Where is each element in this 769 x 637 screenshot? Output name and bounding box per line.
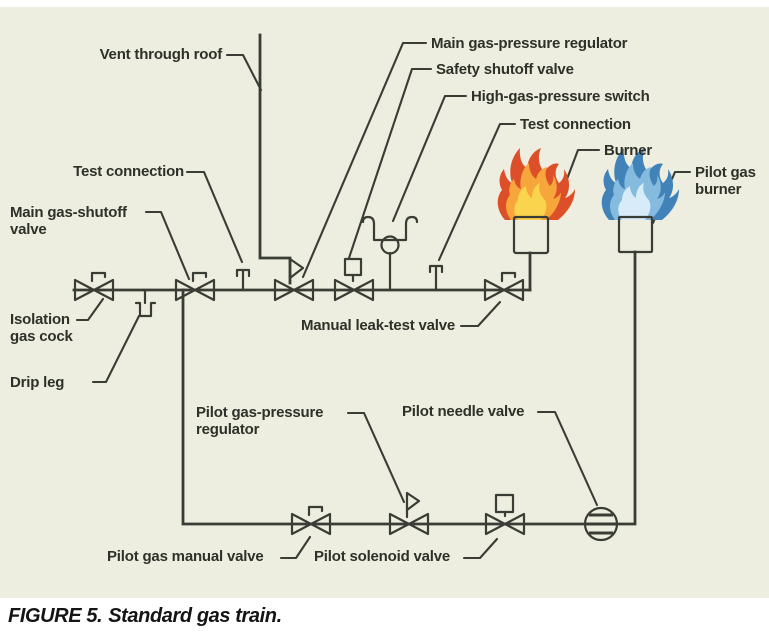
pilot-regulator-label-line1: Pilot gas-pressure (196, 404, 324, 421)
leader-manual-leak-test (459, 300, 502, 328)
leader-main-shutoff (144, 210, 191, 281)
pilot-solenoid-valve-icon (484, 493, 526, 536)
leader-isolation (75, 297, 105, 322)
diagram-background (0, 7, 769, 598)
main-shutoff-label-line2: valve (10, 221, 47, 238)
pilot-solenoid-label: Pilot solenoid valve (314, 548, 451, 565)
isolation-gas-cock-icon (73, 271, 115, 302)
pilot-needle-valve-icon (583, 506, 619, 542)
test-connection-top-label: Test connection (520, 116, 631, 133)
isolation-label-line1: Isolation (10, 311, 70, 328)
switch-frame (372, 222, 408, 242)
leak-test-body2 (502, 278, 525, 302)
main-regulator-body (273, 278, 296, 302)
isolation-label: Isolation gas cock (10, 311, 73, 345)
vent-label: Vent through roof (99, 46, 223, 63)
leader-pilot-needle (536, 410, 599, 507)
manual-leak-test-valve-icon (483, 271, 525, 302)
pilot-regulator-label: Pilot gas-pressure regulator (196, 404, 323, 438)
switch-right-pigtail (404, 215, 419, 226)
burner-icon (497, 148, 575, 255)
pilot-regulator-body (388, 512, 411, 536)
test-connection-left-symbol (235, 268, 251, 292)
drip-leg-symbol (134, 288, 157, 318)
safety-shutoff-body (333, 278, 356, 302)
switch-bulb (380, 235, 400, 255)
main-shutoff-label: Main gas-shutoff valve (10, 204, 127, 238)
main-gas-shutoff-valve-icon (174, 271, 216, 302)
drip-leg-icon (134, 288, 157, 318)
pilot-gas-pressure-regulator-icon (388, 491, 430, 536)
figure-caption: FIGURE 5.Standard gas train. (8, 605, 282, 628)
pilot-manual-body (290, 512, 313, 536)
main-regulator-label: Main gas-pressure regulator (431, 35, 628, 52)
leader-pilot-solenoid (462, 537, 499, 560)
pilot-solenoid-coil (494, 493, 515, 514)
leak-test-body (483, 278, 506, 302)
main-shutoff-body (174, 278, 197, 302)
isolation-valve-handle (90, 271, 107, 283)
leak-test-handle (500, 271, 517, 283)
pilot-regulator-body2 (407, 512, 430, 536)
pilot-burner-label-line1: Pilot gas (695, 164, 756, 181)
burner-flame-core (514, 183, 547, 220)
drip-leg-label: Drip leg (10, 374, 65, 391)
test-connection-left-label: Test connection (73, 163, 184, 180)
burner-label: Burner (604, 142, 652, 159)
pilot-burner-box (617, 215, 654, 254)
main-regulator-vent-flag (288, 257, 305, 280)
leader-drip-leg (91, 314, 141, 384)
manual-leak-test-label: Manual leak-test valve (301, 317, 456, 334)
high-switch-label: High-gas-pressure switch (471, 88, 650, 105)
high-gas-pressure-switch-icon (361, 215, 419, 292)
pilot-regulator-vent-flag (405, 491, 421, 512)
pilot-manual-handle (307, 505, 324, 517)
leader-main-regulator (301, 41, 428, 279)
isolation-label-line2: gas cock (10, 328, 73, 345)
test-connection-right-icon (428, 264, 444, 292)
safety-shutoff-valve-icon (333, 257, 375, 302)
pilot-regulator-label-line2: regulator (196, 421, 260, 438)
main-gas-pressure-regulator-icon (273, 257, 315, 302)
switch-left-pigtail (361, 215, 376, 226)
main-shutoff-body2 (193, 278, 216, 302)
leader-safety-shutoff (347, 67, 433, 260)
leader-test-connection-top (437, 122, 517, 262)
pilot-needle-stripes (585, 513, 617, 535)
pilot-flame-core (618, 183, 651, 220)
burner-box (512, 215, 550, 255)
test-connection-left-icon (235, 268, 251, 292)
pilot-needle-label: Pilot needle valve (402, 403, 525, 420)
leader-pilot-manual (279, 535, 312, 560)
leader-pilot-regulator (346, 411, 406, 504)
pilot-solenoid-body2 (503, 512, 526, 536)
test-connection-right-symbol (428, 264, 444, 292)
safety-shutoff-label: Safety shutoff valve (436, 61, 574, 78)
pilot-gas-burner-icon (601, 148, 679, 254)
pilot-gas-manual-valve-icon (290, 505, 332, 536)
leader-high-switch (391, 94, 468, 223)
leader-vent (225, 53, 263, 92)
safety-shutoff-actuator (343, 257, 363, 277)
pilot-manual-label: Pilot gas manual valve (107, 548, 264, 565)
isolation-valve-body (73, 278, 96, 302)
pilot-solenoid-body (484, 512, 507, 536)
isolation-valve-body2 (92, 278, 115, 302)
figure-caption-number: FIGURE 5. (8, 605, 103, 627)
pilot-burner-label-line2: burner (695, 181, 742, 198)
safety-shutoff-body2 (352, 278, 375, 302)
main-shutoff-handle (191, 271, 208, 283)
main-regulator-body2 (292, 278, 315, 302)
main-shutoff-label-line1: Main gas-shutoff (10, 204, 127, 221)
pilot-manual-body2 (309, 512, 332, 536)
pilot-burner-label: Pilot gas burner (695, 164, 756, 198)
leader-test-connection-left (185, 170, 244, 264)
figure-caption-title: Standard gas train. (108, 605, 282, 627)
